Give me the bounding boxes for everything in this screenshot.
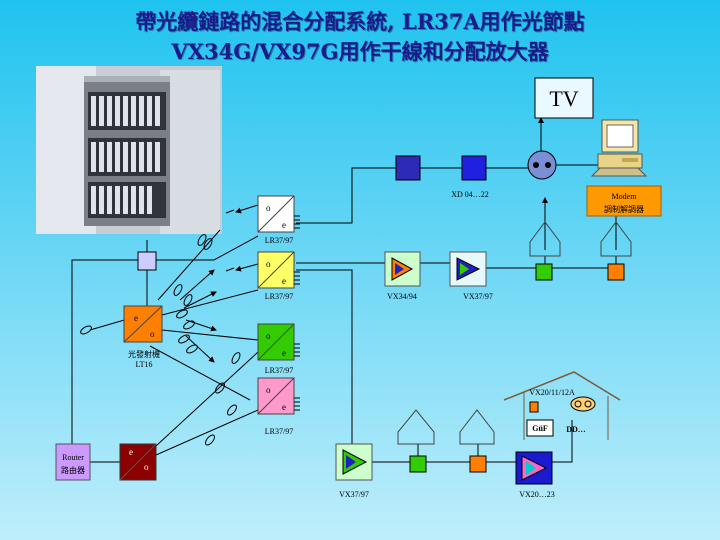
receiver-pink-label: LR37/97	[265, 427, 293, 436]
amplifier-vx20: VX20…23	[515, 451, 555, 499]
router-label-1: Router	[62, 453, 84, 462]
return-transmitter: e o	[119, 443, 157, 481]
return-tx-e-label: e	[129, 447, 133, 457]
equipment-rack-image	[36, 66, 222, 234]
subscriber-house: VX20/11/12A GüF DD…	[503, 371, 621, 440]
amplifier-vx34: VX34/94	[384, 251, 421, 301]
xd-label: XD 04…22	[451, 190, 489, 199]
optical-receiver-top: o e LR37/97	[257, 195, 295, 245]
receiver-mid-o-label: o	[266, 259, 271, 269]
receiver-green-e-label: e	[282, 348, 286, 358]
wall-outlet	[527, 150, 557, 180]
receiver-top-e-label: e	[282, 220, 286, 230]
optical-splitter	[137, 251, 157, 271]
router-label-2: 路由器	[61, 465, 85, 475]
optical-receiver-mid: o e LR37/97	[257, 251, 295, 301]
amplifier-vx37-bottom-label: VX37/97	[339, 490, 369, 499]
receiver-pink-o-label: o	[266, 385, 271, 395]
receiver-mid-label: LR37/97	[265, 292, 293, 301]
house-label: VX20/11/12A	[529, 388, 575, 397]
receiver-pink-e-label: e	[282, 402, 286, 412]
tap-green-top	[535, 263, 553, 281]
modem: Modem 調制解調器	[586, 185, 662, 217]
amplifier-vx37-top-label: VX37/97	[463, 292, 493, 301]
house-dd-label: DD…	[566, 425, 586, 434]
receiver-top-label: LR37/97	[265, 236, 293, 245]
tap-orange-bottom	[469, 455, 487, 473]
amplifier-vx20-label: VX20…23	[519, 490, 555, 499]
router: Router 路由器	[55, 443, 91, 481]
house-icons	[397, 221, 632, 445]
tap-orange-top	[607, 263, 625, 281]
connection-lines	[71, 120, 620, 463]
amplifier-vx34-label: VX34/94	[387, 292, 417, 301]
computer-icon	[590, 119, 648, 177]
tv-set: TV	[534, 77, 594, 119]
cable-modem-box-2	[461, 155, 487, 181]
receiver-top-o-label: o	[266, 203, 271, 213]
cable-modem-box-1	[395, 155, 421, 181]
transmitter-label-1: 光發射機	[128, 349, 160, 359]
transmitter-label-2: LT16	[135, 360, 152, 369]
receiver-green-label: LR37/97	[265, 366, 293, 375]
tv-label: TV	[549, 86, 578, 111]
receiver-mid-e-label: e	[282, 276, 286, 286]
transmitter-e-label: e	[134, 313, 138, 323]
tap-green-bottom	[409, 455, 427, 473]
title-line-1: 帶光纜鏈路的混合分配系統, LR37A用作光節點	[135, 9, 585, 34]
transmitter-o-label: o	[150, 329, 155, 339]
optical-receiver-green: o e LR37/97	[257, 323, 295, 375]
amplifier-vx37-top: VX37/97	[449, 251, 493, 301]
house-gup-label: GüF	[532, 424, 548, 433]
optical-receiver-pink: o e LR37/97	[257, 377, 295, 436]
optical-transmitter-lt16: e o 光發射機 LT16	[123, 305, 163, 369]
return-tx-o-label: o	[144, 462, 149, 472]
receiver-green-o-label: o	[266, 331, 271, 341]
modem-label-1: Modem	[612, 192, 638, 201]
amplifier-vx37-bottom: VX37/97	[335, 443, 373, 499]
modem-label-2: 調制解調器	[604, 204, 644, 214]
title-line-2: VX34G/VX97G用作干線和分配放大器	[171, 39, 549, 64]
